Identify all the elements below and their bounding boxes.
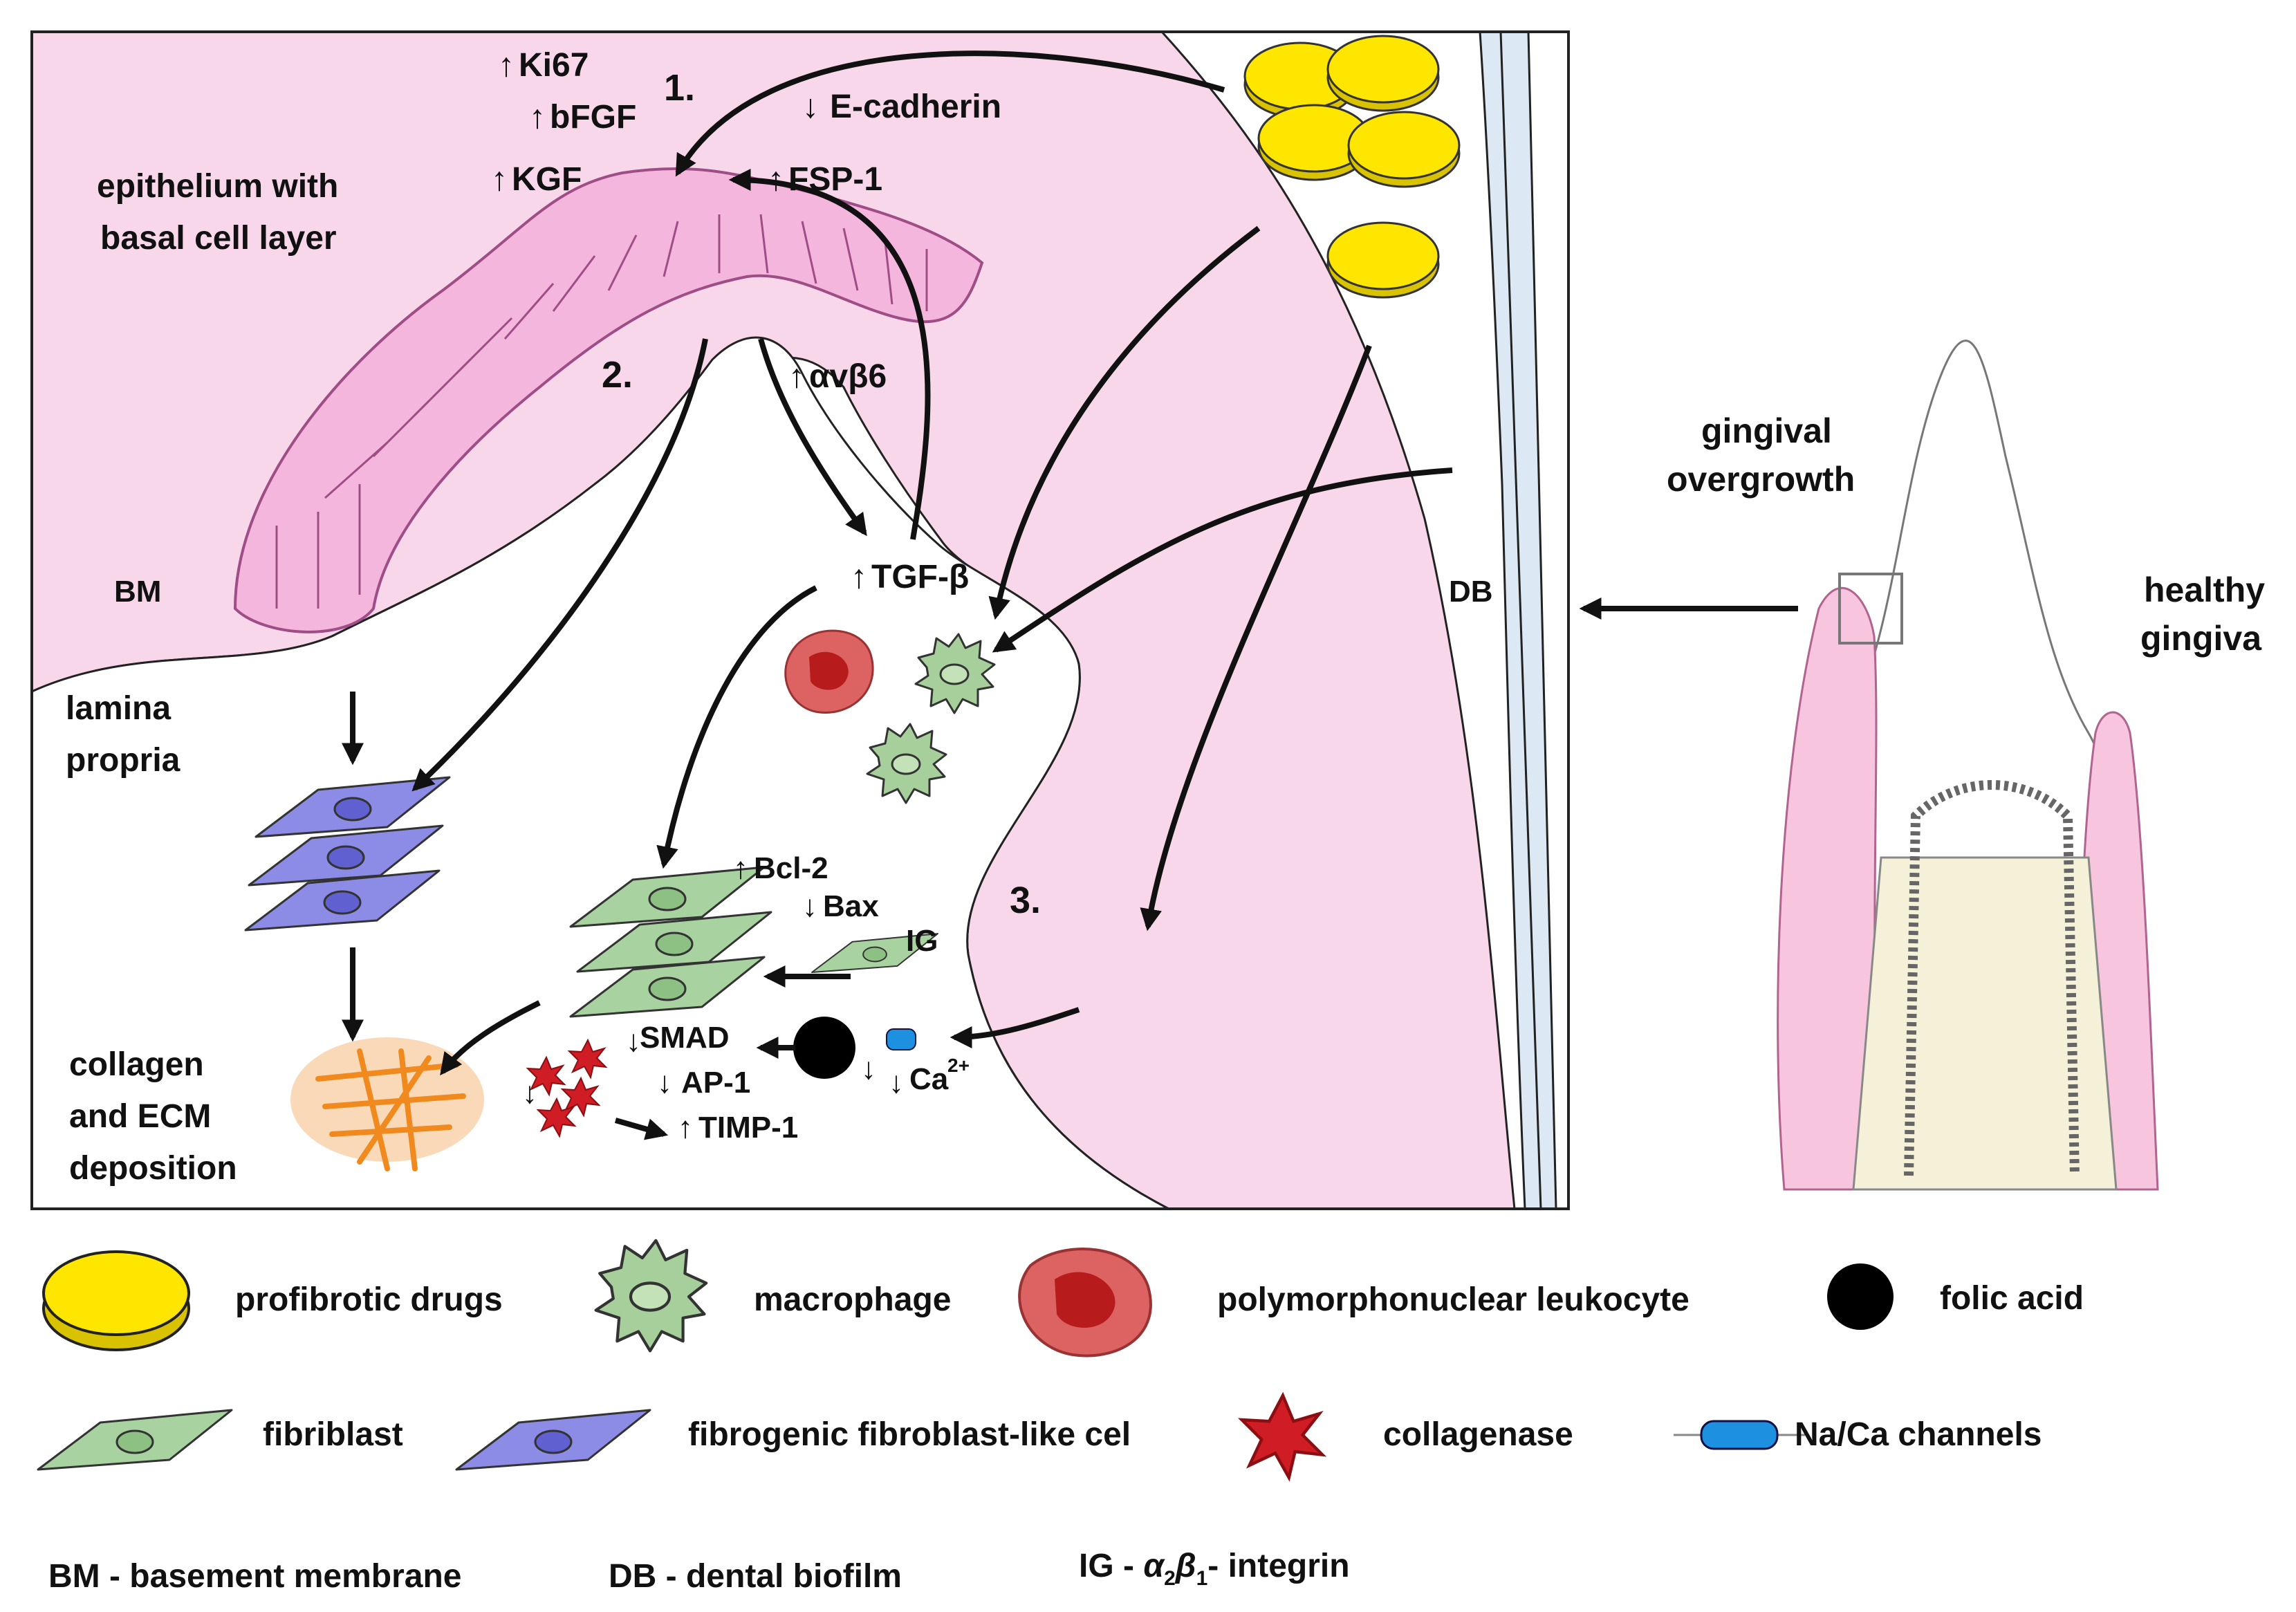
label-ecadherin: E-cadherin: [830, 89, 1001, 125]
label-collagen-2: and ECM: [69, 1098, 211, 1135]
label-ca: Ca: [909, 1062, 949, 1096]
svg-text:↓: ↓: [522, 1076, 537, 1110]
label-step1: 1.: [664, 67, 695, 109]
legend-macrophage-icon: [596, 1241, 707, 1351]
label-healthy-1: healthy: [2144, 571, 2265, 609]
legend-collagenase-icon: [1242, 1396, 1323, 1478]
pathway-labels: ↑ Ki67 ↑ bFGF ↑ KGF 1. ↓ E-cadherin ↑ FS…: [66, 47, 2265, 1187]
label-step2: 2.: [602, 354, 633, 396]
legend-fibrogenic-icon: [455, 1409, 651, 1471]
label-bfgf: bFGF: [550, 99, 636, 136]
svg-text:↑: ↑: [851, 559, 867, 595]
svg-text:↓: ↓: [861, 1052, 876, 1086]
legend-abbr-bm: BM - basement membrane: [48, 1558, 462, 1595]
legend-fibrogenic-label: fibrogenic fibroblast-like cel: [688, 1416, 1131, 1453]
legend-abbr-db: DB - dental biofilm: [609, 1558, 902, 1595]
label-epithelium-2: basal cell layer: [100, 220, 337, 257]
svg-text:↓: ↓: [889, 1066, 904, 1100]
legend-channel-icon: [1674, 1420, 1805, 1450]
label-kgf: KGF: [512, 161, 582, 198]
label-ki67: Ki67: [519, 47, 589, 84]
legend-collagenase-label: collagenase: [1383, 1416, 1573, 1453]
legend: profibrotic drugs macrophage polymorphon…: [37, 1241, 2084, 1595]
label-fsp1: FSP-1: [788, 161, 882, 198]
tooth-illustration: [1777, 340, 2159, 1191]
svg-text:↑: ↑: [733, 851, 748, 885]
label-lamina-1: lamina: [66, 690, 171, 727]
svg-text:↑: ↑: [788, 358, 805, 395]
label-lamina-2: propria: [66, 742, 180, 779]
folic-acid-dot: [793, 1017, 855, 1079]
label-smad: SMAD: [640, 1021, 730, 1055]
legend-folic-icon: [1827, 1263, 1894, 1330]
pathway-arrows: [342, 50, 1798, 1140]
legend-channel-label: Na/Ca channels: [1795, 1416, 2042, 1453]
tissue-pmn: [784, 629, 874, 714]
svg-text:↓: ↓: [802, 889, 817, 923]
legend-profibrotic-label: profibrotic drugs: [235, 1281, 503, 1318]
legend-macrophage-label: macrophage: [754, 1281, 951, 1318]
label-bax: Bax: [823, 889, 879, 923]
svg-text:↑: ↑: [768, 161, 784, 198]
svg-text:↓: ↓: [657, 1066, 672, 1100]
svg-text:↑: ↑: [498, 47, 515, 84]
legend-fibroblast-label: fibriblast: [263, 1416, 403, 1453]
svg-text:↓: ↓: [802, 89, 819, 125]
svg-text:↑: ↑: [678, 1111, 693, 1145]
svg-text:↑: ↑: [529, 99, 546, 136]
label-ca-sup: 2+: [947, 1055, 970, 1076]
label-gingival-1: gingival: [1701, 411, 1832, 450]
legend-pmn-label: polymorphonuclear leukocyte: [1217, 1281, 1689, 1318]
label-healthy-2: gingiva: [2140, 619, 2262, 658]
label-collagen-3: deposition: [69, 1150, 237, 1187]
label-tgfb: TGF-β: [871, 559, 969, 595]
label-collagen-1: collagen: [69, 1046, 204, 1083]
epithelium-cell-layer: [233, 167, 984, 633]
legend-pmn-icon: [1018, 1248, 1152, 1358]
label-gingival-2: overgrowth: [1667, 460, 1855, 499]
label-ig: IG: [906, 924, 938, 958]
legend-folic-label: folic acid: [1940, 1280, 2084, 1317]
label-db: DB: [1449, 575, 1493, 609]
label-epithelium-1: epithelium with: [97, 168, 338, 205]
label-step3: 3.: [1010, 880, 1041, 921]
label-avb6: αvβ6: [809, 358, 887, 395]
svg-text:↓: ↓: [626, 1024, 641, 1058]
legend-profibrotic-icon: [42, 1250, 190, 1351]
label-bcl2: Bcl-2: [754, 851, 828, 885]
label-bm: BM: [114, 575, 161, 609]
label-timp1: TIMP-1: [698, 1111, 798, 1145]
lamina-propria-region: [30, 336, 1169, 1210]
legend-abbr-ig: IG - α2β1- integrin: [1079, 1548, 1350, 1590]
dental-biofilm-strip: [1479, 30, 1557, 1210]
na-ca-channel: [886, 1028, 916, 1050]
legend-fibroblast-icon: [37, 1409, 233, 1471]
svg-text:↑: ↑: [491, 161, 508, 198]
label-ap1: AP-1: [681, 1066, 750, 1100]
collagen-deposit: [290, 1037, 484, 1171]
